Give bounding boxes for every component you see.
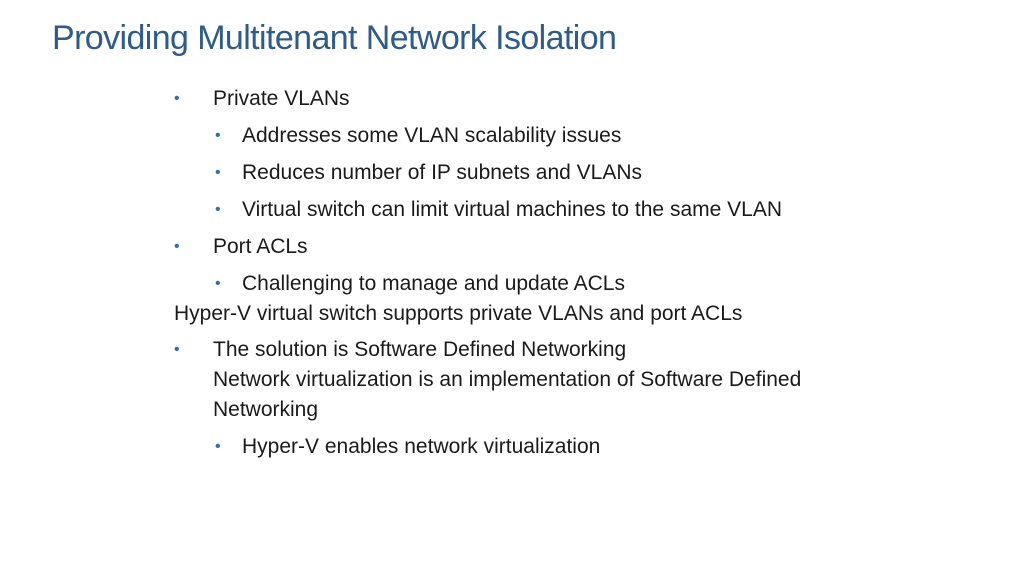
bullet-item: • Port ACLs (174, 232, 894, 262)
bullet-text: Virtual switch can limit virtual machine… (242, 198, 782, 221)
bullet-item: • Private VLANs (174, 84, 894, 114)
bullet-text: Reduces number of IP subnets and VLANs (242, 161, 643, 184)
bullet-text: Hyper-V enables network virtualization (242, 435, 601, 458)
bullet-text: Challenging to manage and update ACLs (242, 272, 625, 295)
plain-text: Hyper-V virtual switch supports private … (174, 302, 743, 325)
sub-bullet-item: • Challenging to manage and update ACLs (174, 269, 894, 299)
bullet-icon: • (215, 275, 221, 292)
bullet-text: Addresses some VLAN scalability issues (242, 124, 622, 147)
bullet-icon: • (215, 127, 221, 144)
bullet-text: Private VLANs (213, 87, 350, 110)
bullet-text: Port ACLs (213, 235, 308, 258)
sub-bullet-item: • Addresses some VLAN scalability issues (174, 121, 894, 151)
slide-title: Providing Multitenant Network Isolation (52, 19, 617, 57)
sub-bullet-item: • Reduces number of IP subnets and VLANs (174, 158, 894, 188)
bullet-icon: • (215, 201, 221, 218)
bullet-icon: • (174, 238, 180, 255)
sub-bullet-item: • Hyper-V enables network virtualization (174, 432, 894, 462)
bullet-continuation-text: Network virtualization is an implementat… (213, 368, 802, 421)
plain-text-item: Hyper-V virtual switch supports private … (174, 299, 894, 329)
bullet-icon: • (215, 438, 221, 455)
bullet-item: • The solution is Software Defined Netwo… (174, 335, 894, 425)
bullet-icon: • (174, 341, 180, 358)
bullet-icon: • (174, 90, 180, 107)
bullet-icon: • (215, 164, 221, 181)
slide-body: • Private VLANs • Addresses some VLAN sc… (174, 84, 894, 469)
sub-bullet-item: • Virtual switch can limit virtual machi… (174, 195, 894, 225)
bullet-text: The solution is Software Defined Network… (213, 338, 627, 361)
